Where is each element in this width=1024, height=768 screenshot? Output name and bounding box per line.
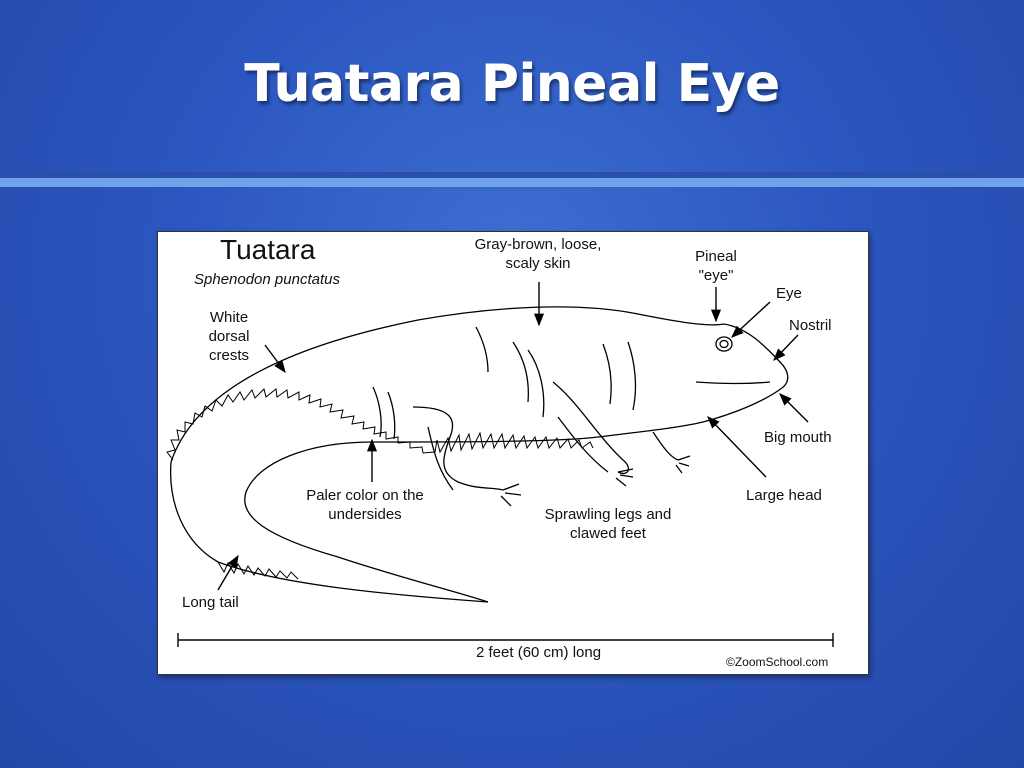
title-divider xyxy=(0,178,1024,187)
eye-label: Eye xyxy=(776,285,802,302)
big-mouth-label: Big mouth xyxy=(764,429,832,446)
tuatara-drawing xyxy=(166,282,834,647)
title-divider-shadow xyxy=(0,172,1024,178)
dorsal-crests-label: White dorsal crests xyxy=(208,309,250,364)
tuatara-diagram: Tuatara Sphenodon punctatus White dorsal… xyxy=(157,231,869,675)
long-tail-label: Long tail xyxy=(182,594,239,611)
nostril-label: Nostril xyxy=(789,317,832,334)
large-head-label: Large head xyxy=(746,487,822,504)
diagram-heading: Tuatara xyxy=(220,234,316,265)
slide-title: Tuatara Pineal Eye xyxy=(244,54,780,114)
underside-label: Paler color on the undersides xyxy=(306,487,424,523)
label-arrows xyxy=(177,282,834,647)
skin-label: Gray-brown, loose, scaly skin xyxy=(474,236,602,272)
credit-label: ©ZoomSchool.com xyxy=(726,655,829,669)
dorsal-spikes xyxy=(166,388,594,580)
pineal-eye-label: Pineal "eye" xyxy=(695,248,737,284)
scientific-name: Sphenodon punctatus xyxy=(194,271,340,288)
length-label: 2 feet (60 cm) long xyxy=(476,644,602,661)
legs-label: Sprawling legs and clawed feet xyxy=(544,506,672,542)
